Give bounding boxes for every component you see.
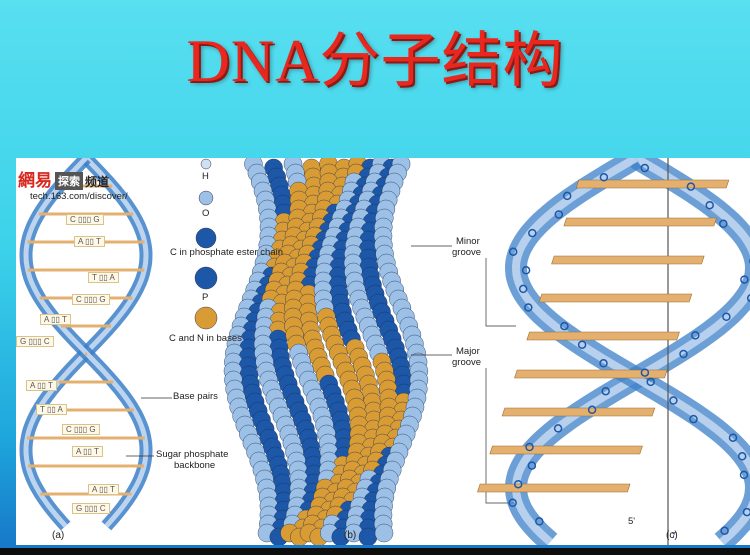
backbone-atom-c — [599, 359, 608, 368]
backbone-atom-c — [524, 303, 533, 312]
backbone-atom-c — [560, 321, 569, 331]
legend-o-label: O — [202, 208, 210, 219]
page-marker: 7 — [671, 531, 676, 540]
backbone-atom-c — [601, 386, 610, 396]
backbone-atom-c — [562, 191, 572, 201]
label-base-pairs: Base pairs — [173, 391, 218, 402]
backbone-atom-c — [577, 340, 587, 349]
legend-atom — [200, 158, 212, 170]
base-pair-tag: G ▯▯▯ C — [16, 336, 54, 347]
base-plate-c — [575, 179, 730, 189]
base-pair-tag: A ▯▯ T — [72, 446, 103, 457]
backbone-atom-c — [686, 182, 696, 191]
label-minor-groove: groove — [452, 247, 482, 258]
base-pair-tag: C ▯▯▯ G — [62, 424, 100, 435]
panel-c-label: (c) — [666, 530, 678, 541]
backbone-atom-c — [535, 517, 544, 526]
base-pair-tag: A ▯▯ T — [26, 380, 57, 391]
backbone-atom-c — [508, 498, 517, 508]
logo-badge: 探索 — [55, 172, 83, 190]
legend-p-label: P — [202, 292, 209, 303]
base-pair-tag: A ▯▯ T — [88, 484, 119, 495]
label-backbone: backbone — [174, 460, 216, 471]
backbone-atom-c — [742, 507, 750, 517]
ribbon-c-highlight — [511, 158, 750, 545]
base-plate-c — [489, 445, 643, 455]
base-plate-c — [551, 255, 705, 265]
dna-illustration — [19, 158, 750, 545]
base-plate-c — [501, 407, 656, 417]
backbone-atom-c — [599, 173, 609, 182]
base-pair-tag: T ▯▯ A — [88, 272, 119, 283]
base-pair-tag: A ▯▯ T — [74, 236, 105, 247]
legend-atom — [198, 190, 214, 206]
legend-atom — [195, 227, 217, 249]
backbone-atom-c — [521, 266, 531, 275]
base-plate-c — [477, 483, 631, 493]
backbone-atom-c — [740, 275, 749, 284]
backbone-atom-c — [646, 377, 655, 387]
source-url: tech.163.com/discover/ — [30, 191, 128, 202]
base-plate-c — [526, 331, 680, 341]
backbone-atom-c — [739, 470, 749, 480]
backbone-atom-c — [719, 219, 728, 229]
base-pair-tag: C ▯▯▯ G — [72, 294, 110, 305]
base-pair-tag: A ▯▯ T — [40, 314, 71, 325]
backbone-atom-c — [587, 405, 597, 415]
minor-bracket — [485, 258, 516, 327]
backbone-atom-c — [728, 433, 738, 442]
ribbon-a-highlight — [23, 158, 149, 528]
panel-b-label: (b) — [344, 530, 357, 541]
major-bracket — [485, 368, 516, 504]
helix-atom — [358, 527, 378, 545]
backbone-atom-c — [746, 294, 750, 303]
label-sugar-phosphate: Sugar phosphate — [156, 449, 229, 460]
backbone-atom-c — [705, 200, 714, 210]
bottom-bar — [0, 548, 750, 555]
backbone-atom-c — [508, 247, 518, 256]
backbone-atom-c — [640, 163, 650, 173]
backbone-atom-c — [737, 452, 747, 461]
legend-atom — [194, 266, 218, 290]
backbone-atom-c — [679, 349, 688, 359]
backbone-atom-c — [528, 228, 537, 238]
legend-c-phosphate-label: C in phosphate ester chain — [170, 247, 284, 258]
backbone-atom-c — [722, 312, 731, 322]
base-pair-tag: T ▯▯ A — [36, 404, 67, 415]
backbone-atom-c — [527, 461, 537, 470]
base-plate-c — [563, 217, 717, 227]
panel-a-label: (a) — [52, 530, 65, 541]
base-pair-tag: C ▯▯▯ G — [66, 214, 104, 225]
backbone-atom-c — [689, 414, 698, 424]
backbone-atom-c — [554, 210, 564, 219]
legend-h-label: H — [202, 171, 209, 182]
ribbon-a-highlight — [23, 158, 149, 528]
slide-title: DNA分子结构 — [186, 28, 564, 94]
base-plate-c — [538, 293, 693, 303]
legend-c-n-label: C and N in bases — [169, 333, 242, 344]
backbone-atom-c — [691, 331, 700, 340]
helix-atom — [374, 523, 394, 543]
logo-channel: 频道 — [85, 174, 110, 189]
backbone-atom-c — [640, 368, 650, 377]
netease-logo: 網易探索频道 — [18, 171, 110, 191]
label-minor: Minor — [456, 236, 480, 247]
backbone-atom-c — [553, 424, 563, 433]
legend-atom — [194, 306, 218, 330]
backbone-atom-c — [720, 526, 729, 535]
backbone-atom-c — [525, 442, 534, 452]
base-pair-tag: G ▯▯▯ C — [72, 503, 110, 514]
backbone-atom-c — [513, 479, 523, 489]
backbone-atom-c — [669, 396, 678, 405]
label-major: Major — [456, 346, 480, 357]
backbone-atom-c — [518, 284, 528, 294]
label-five-prime: 5' — [628, 516, 636, 527]
label-major-groove: groove — [452, 357, 482, 368]
base-plate-c — [514, 369, 668, 379]
